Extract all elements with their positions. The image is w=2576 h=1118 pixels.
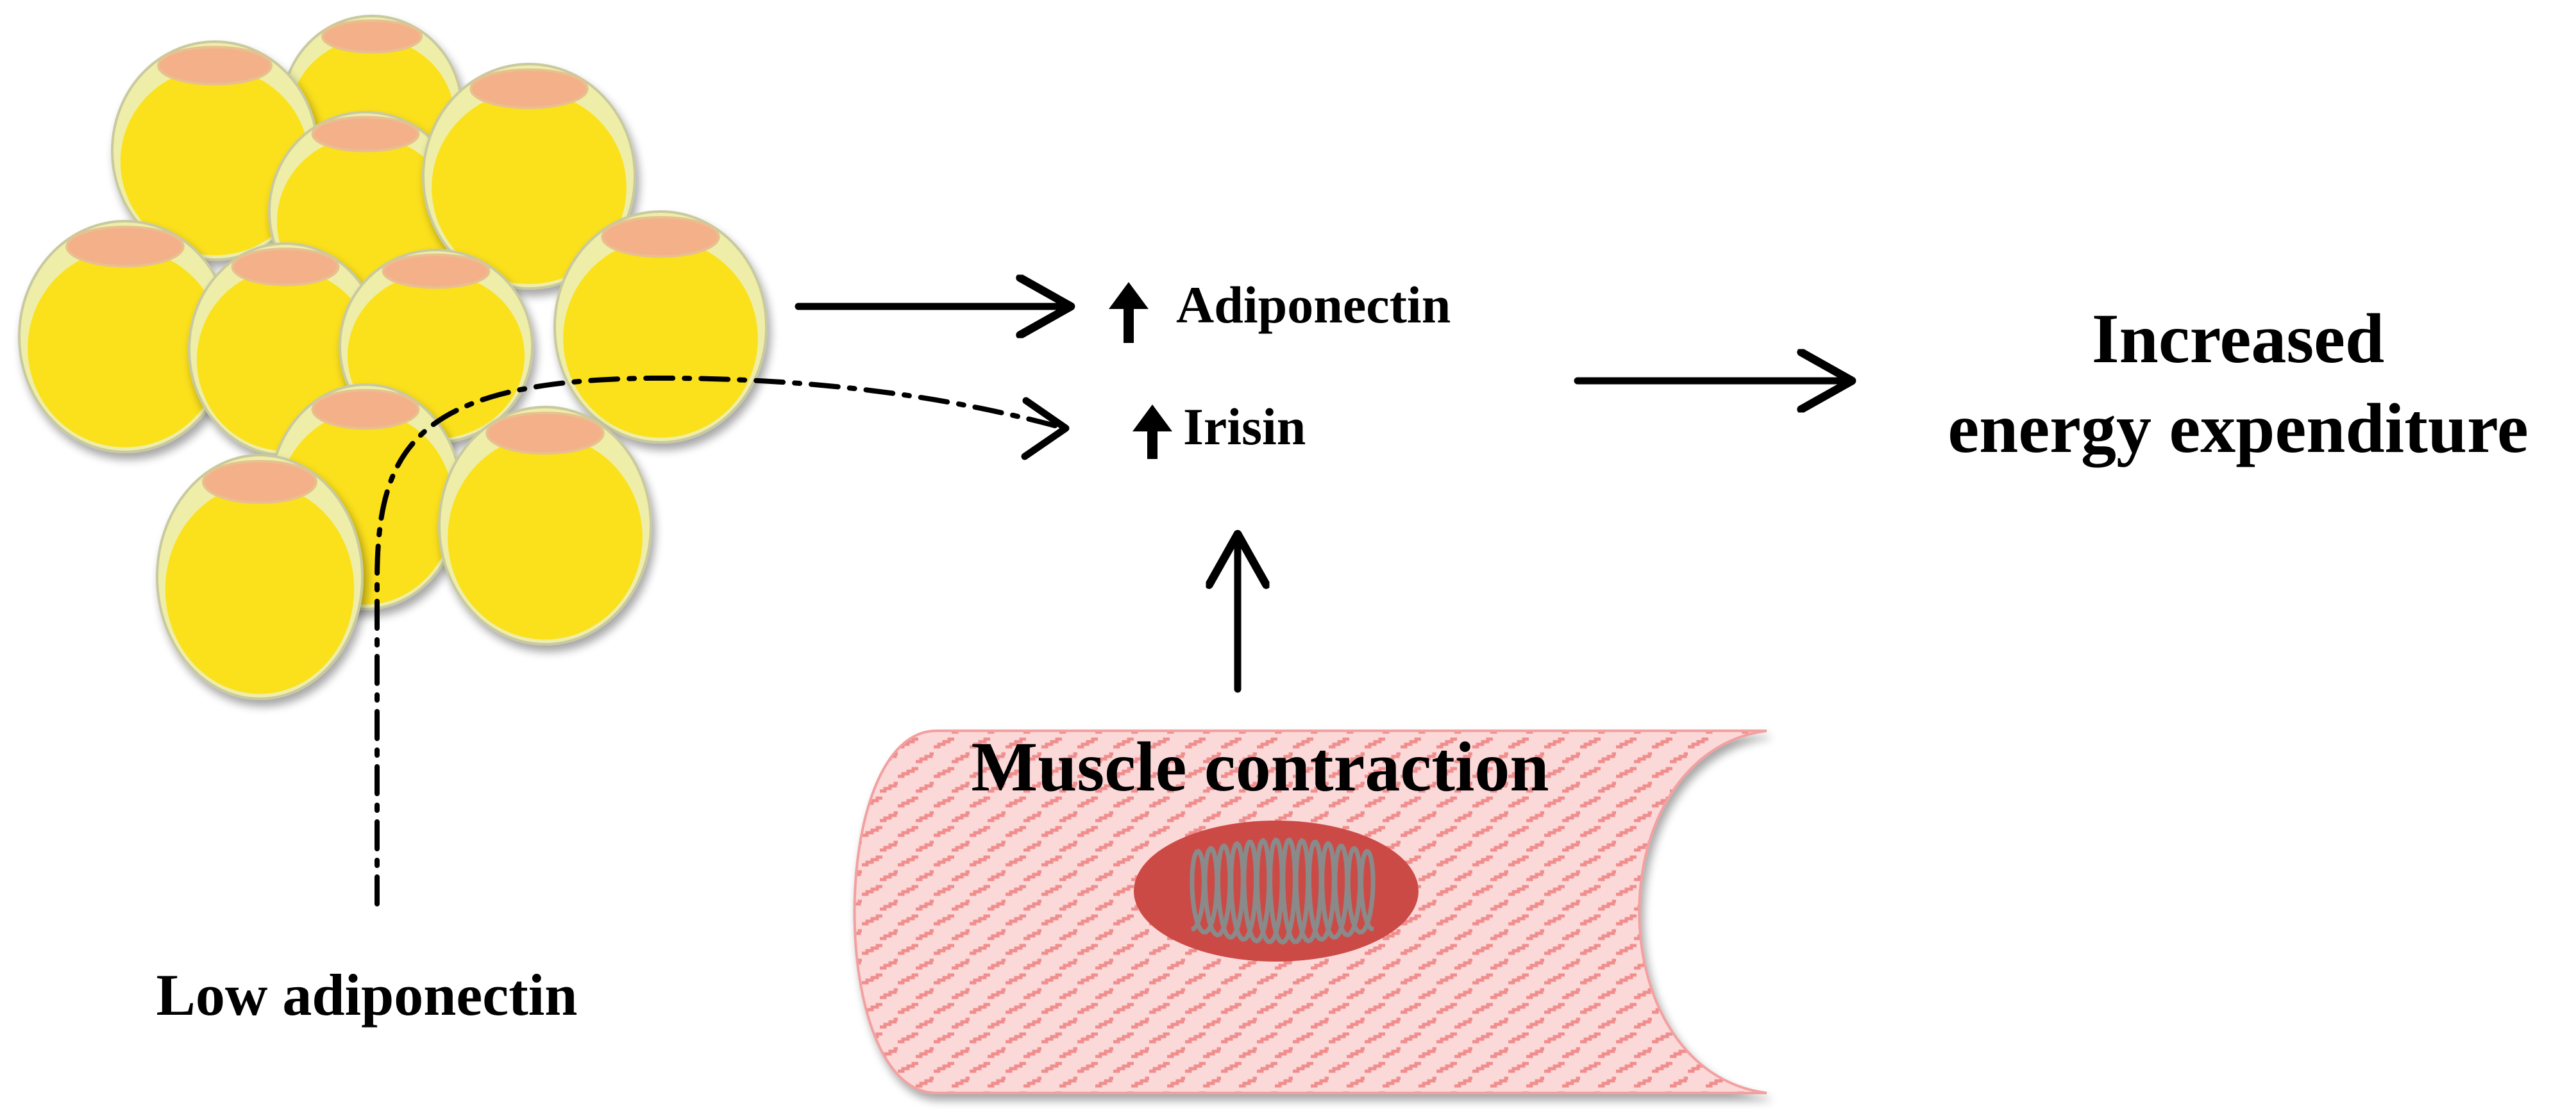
fat-cell-nucleus bbox=[65, 226, 185, 268]
fat-cell-nucleus bbox=[485, 412, 605, 455]
irisin-label: Irisin bbox=[1183, 397, 1306, 456]
fat-cell bbox=[156, 454, 364, 700]
fat-cell-nucleus bbox=[157, 46, 273, 86]
fat-cell-nucleus bbox=[231, 247, 340, 287]
outcome-line-2: energy expenditure bbox=[1948, 389, 2528, 467]
low-adiponectin-label: Low adiponectin bbox=[156, 962, 578, 1028]
low-adiponectin-pathway-arrowhead bbox=[1021, 397, 1070, 460]
lipid-droplet bbox=[165, 484, 355, 694]
fat-cell bbox=[438, 406, 652, 646]
fat-cell bbox=[422, 63, 636, 290]
fat-cell bbox=[18, 220, 232, 453]
fat-cell-nucleus bbox=[311, 115, 420, 153]
fat-cell-nucleus bbox=[311, 388, 420, 430]
fat-cell-nucleus bbox=[202, 460, 317, 505]
coil-line bbox=[1190, 837, 1376, 945]
up-arrow-icon bbox=[1132, 405, 1172, 459]
adiponectin-label: Adiponectin bbox=[1176, 276, 1451, 334]
adiponectin-item: Adiponectin bbox=[1109, 276, 1451, 343]
coiled-structure bbox=[1190, 837, 1376, 945]
up-arrow-icon bbox=[1109, 282, 1149, 343]
muscle-contraction-label: Muscle contraction bbox=[971, 728, 1549, 806]
fat-cell-cluster bbox=[18, 15, 768, 700]
lipid-droplet bbox=[563, 239, 758, 438]
fat-cell-nucleus bbox=[469, 68, 589, 110]
outcome-line-1: Increased bbox=[2092, 299, 2384, 378]
fat-cell bbox=[553, 210, 768, 444]
fat-cell-nucleus bbox=[601, 216, 720, 258]
irisin-item: Irisin bbox=[1132, 397, 1306, 459]
fat-cell-nucleus bbox=[382, 253, 491, 289]
low-adiponectin-pathway bbox=[375, 375, 1067, 906]
fat-cell-nucleus bbox=[321, 19, 423, 54]
lipid-droplet bbox=[432, 91, 627, 284]
lipid-droplet bbox=[28, 249, 223, 447]
fat-cell bbox=[111, 40, 319, 261]
lipid-droplet bbox=[448, 435, 643, 640]
lipid-droplet bbox=[120, 67, 310, 256]
